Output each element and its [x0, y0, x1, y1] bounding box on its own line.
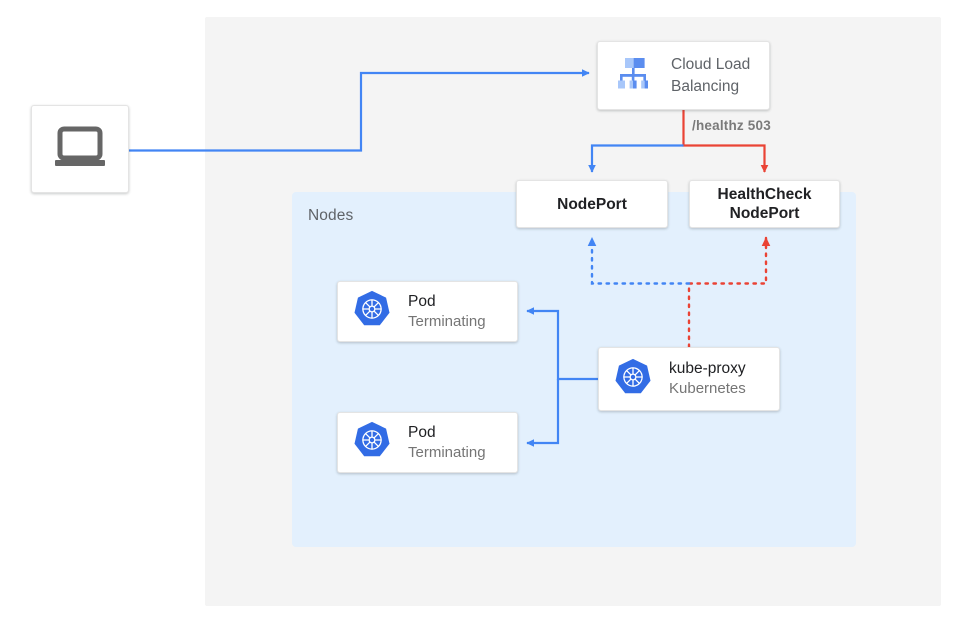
- client-device-card[interactable]: [31, 105, 129, 193]
- kubernetes-icon: [613, 357, 653, 402]
- healthcheck-line-1: HealthCheck: [717, 186, 812, 203]
- healthcheck-nodeport-label: HealthCheck NodePort: [718, 185, 812, 223]
- nodeport-label: NodePort: [557, 195, 627, 214]
- pod-card[interactable]: Pod Terminating: [337, 412, 518, 473]
- pod-text: Pod Terminating: [408, 292, 486, 332]
- nodeport-card[interactable]: NodePort: [516, 180, 668, 228]
- healthcheck-nodeport-card[interactable]: HealthCheck NodePort: [689, 180, 840, 228]
- kubernetes-icon: [352, 420, 392, 465]
- cloud-load-balancing-card[interactable]: Cloud Load Balancing: [597, 41, 770, 110]
- cloud-load-balancing-icon: [609, 49, 657, 102]
- pod-status: Terminating: [408, 443, 486, 461]
- pod-title: Pod: [408, 292, 436, 310]
- clb-line-2: Balancing: [671, 77, 740, 95]
- kube-proxy-card[interactable]: kube-proxy Kubernetes: [598, 347, 780, 411]
- pod-text: Pod Terminating: [408, 423, 486, 463]
- clb-line-1: Cloud Load: [671, 55, 751, 73]
- healthz-status-label: /healthz 503: [692, 118, 771, 133]
- kubernetes-icon: [352, 289, 392, 334]
- kube-proxy-title: kube-proxy: [669, 360, 746, 377]
- kube-proxy-text: kube-proxy Kubernetes: [669, 359, 746, 399]
- laptop-icon: [52, 125, 108, 174]
- pod-title: Pod: [408, 423, 436, 441]
- nodes-panel-label: Nodes: [308, 207, 354, 224]
- pod-card[interactable]: Pod Terminating: [337, 281, 518, 342]
- pod-status: Terminating: [408, 312, 486, 330]
- nodeport-line-1: NodePort: [557, 195, 627, 213]
- cloud-load-balancing-label: Cloud Load Balancing: [671, 54, 750, 98]
- healthcheck-line-2: NodePort: [729, 205, 800, 222]
- kube-proxy-subtitle: Kubernetes: [669, 380, 746, 397]
